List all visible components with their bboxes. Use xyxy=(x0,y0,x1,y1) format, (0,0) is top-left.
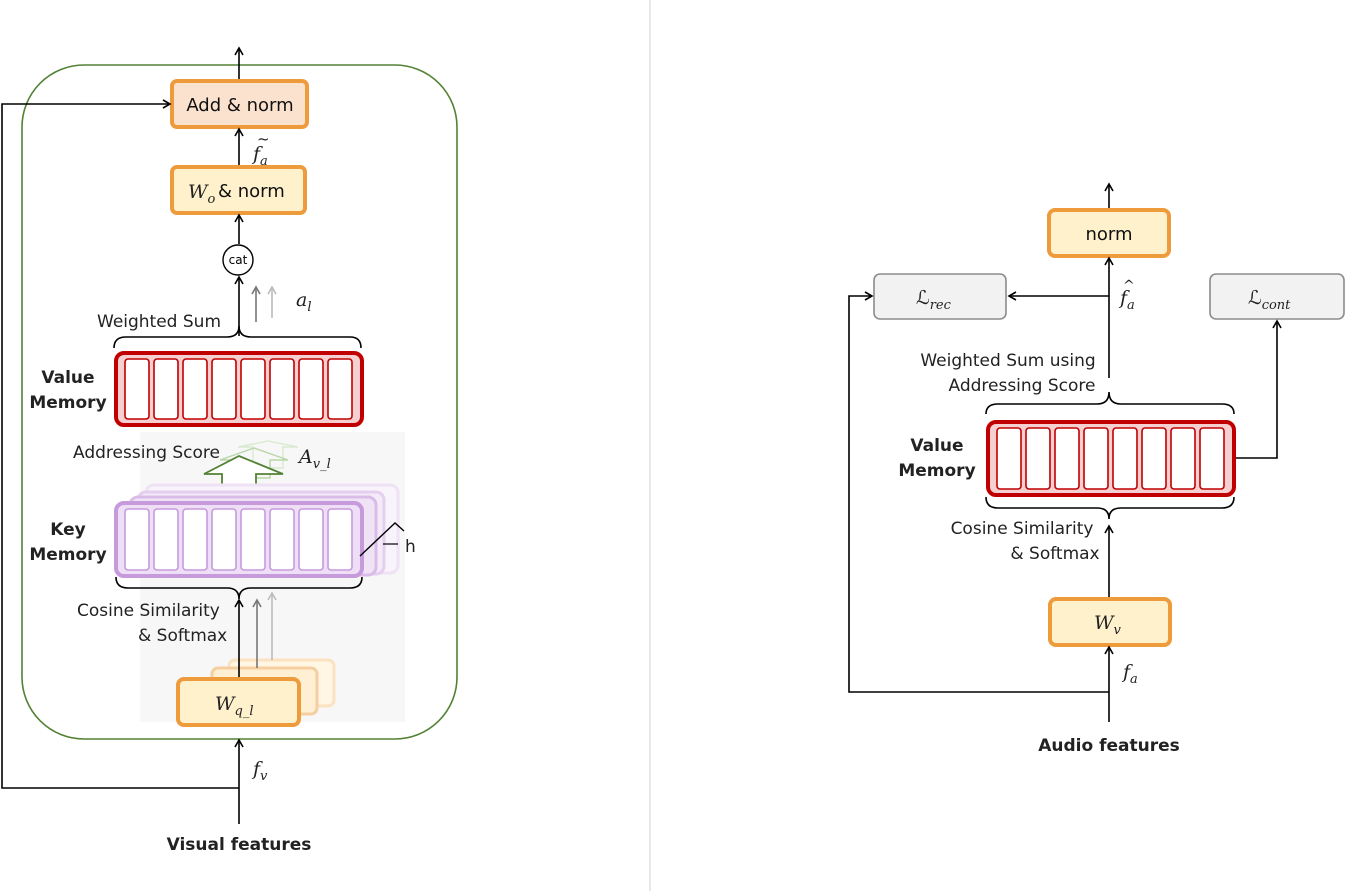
value-memory-block xyxy=(114,351,364,427)
add-norm-box: Add & norm xyxy=(170,79,309,129)
l-rec-symbol: ℒrec xyxy=(916,287,952,313)
f-v-label: fv xyxy=(251,758,268,784)
cosine-right-1: Cosine Similarity xyxy=(951,519,1094,539)
weighted-sum-brace-right xyxy=(985,391,1235,415)
f-hat-label: fa xyxy=(1118,287,1135,313)
a-l-label: al xyxy=(296,289,312,315)
wo-norm-box: Wo & norm xyxy=(170,165,307,215)
arrow-to-lcont xyxy=(1236,319,1282,459)
audio-features-label: Audio features xyxy=(1038,736,1180,756)
key-memory-label-1: Key xyxy=(50,520,86,540)
weighted-sum-right-1: Weighted Sum using xyxy=(920,351,1095,371)
value-memory-right-2: Memory xyxy=(898,461,975,481)
l-cont-box: ℒcont xyxy=(1209,273,1345,320)
cosine-brace-right xyxy=(985,496,1235,520)
right-panel: norm fa ^ ℒrec ℒcont Weighted Sum using … xyxy=(848,182,1345,756)
weighted-sum-brace xyxy=(113,325,362,349)
value-memory-label-1: Value xyxy=(41,368,94,388)
l-cont-symbol: ℒcont xyxy=(1248,287,1291,313)
residual-to-lrec xyxy=(848,291,1109,693)
hat-accent: ^ xyxy=(1123,278,1135,294)
wo-suffix: & norm xyxy=(218,181,285,202)
cat-node xyxy=(222,244,254,276)
cat-label: cat xyxy=(229,253,248,267)
value-memory-block-right xyxy=(986,420,1236,497)
value-memory-label-2: Memory xyxy=(29,393,106,413)
key-memory-label-2: Memory xyxy=(29,545,106,565)
wv-box: Wv xyxy=(1048,597,1172,647)
add-norm-label: Add & norm xyxy=(186,95,293,116)
cosine-right-2: & Softmax xyxy=(1010,544,1099,564)
cosine-label-1: Cosine Similarity xyxy=(77,601,220,621)
wv-symbol: Wv xyxy=(1094,612,1122,638)
norm-label: norm xyxy=(1085,224,1132,245)
visual-features-label: Visual features xyxy=(167,835,312,855)
h-label: h xyxy=(405,537,416,557)
left-panel: Add & norm fa ~ Wo & norm cat al Weighte xyxy=(1,46,458,855)
residual-arrow xyxy=(1,99,239,789)
f-a-label: fa xyxy=(1121,661,1138,687)
h-bracket xyxy=(359,522,405,557)
wq-symbol: Wq_l xyxy=(215,693,254,719)
weighted-sum-right-2: Addressing Score xyxy=(948,376,1095,396)
value-memory-right-1: Value xyxy=(910,436,963,456)
weighted-sum-label: Weighted Sum xyxy=(97,312,221,332)
wq-box: Wq_l xyxy=(176,677,301,727)
l-rec-box: ℒrec xyxy=(873,273,1007,320)
tilde-accent: ~ xyxy=(257,130,270,148)
norm-box: norm xyxy=(1047,208,1171,258)
addressing-score-label: Addressing Score xyxy=(73,443,220,463)
wo-symbol: Wo xyxy=(188,181,216,207)
cosine-label-2: & Softmax xyxy=(138,626,227,646)
f-tilde-label: fa xyxy=(251,143,268,169)
a-vl-label: Av_l xyxy=(297,446,331,472)
key-memory-block xyxy=(114,501,364,578)
